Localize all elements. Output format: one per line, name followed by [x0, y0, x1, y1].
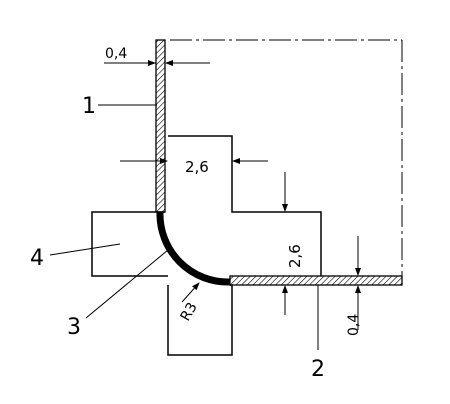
part-number-1: 1 [82, 94, 96, 119]
radius-arc [156, 211, 231, 286]
centerline-boundary [170, 39, 403, 276]
dim-insert-width-label: 2,6 [185, 158, 209, 176]
horizontal-sheet [229, 275, 403, 286]
dim-insert-height-label: 2,6 [286, 244, 304, 268]
dim-right-thickness-label: 0,4 [346, 314, 362, 336]
radius-leader [181, 282, 200, 303]
part-number-4: 4 [30, 246, 44, 271]
part-number-3: 3 [67, 315, 81, 340]
part-number-2: 2 [311, 357, 325, 382]
radius-label: R3 [178, 300, 201, 324]
cross-insert [91, 135, 322, 356]
dim-top-thickness-label: 0,4 [105, 46, 127, 62]
part-leaders [49, 104, 319, 350]
vertical-sheet [155, 39, 166, 213]
